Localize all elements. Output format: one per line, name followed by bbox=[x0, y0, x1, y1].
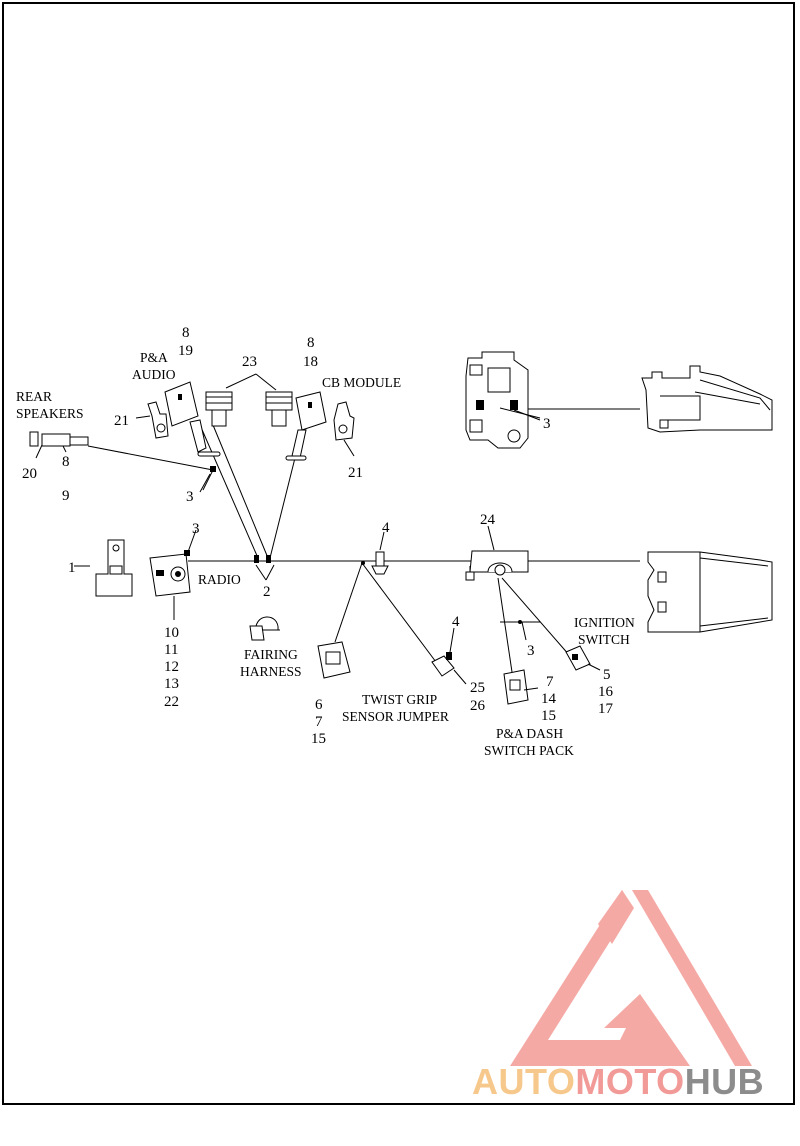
mount-bracket-icon bbox=[465, 351, 529, 449]
item-23-connector-right-icon bbox=[265, 391, 293, 427]
branch-wires bbox=[87, 408, 640, 673]
terminal-left-icon bbox=[147, 401, 169, 439]
label-switch-pack: SWITCH PACK bbox=[484, 743, 574, 758]
fairing-lower-icon bbox=[647, 551, 773, 633]
watermark-logo-text: AUTOMOTOHUB bbox=[472, 1062, 764, 1102]
item-1-part-icon bbox=[95, 539, 133, 597]
label-rear: REAR bbox=[16, 389, 52, 404]
terminal-right-icon bbox=[333, 401, 355, 441]
connector-6-7-15-icon bbox=[317, 641, 351, 679]
callout-3-dash: 3 bbox=[527, 643, 535, 659]
callout-26: 26 bbox=[470, 698, 486, 714]
callout-6: 6 bbox=[315, 697, 323, 713]
callout-24: 24 bbox=[480, 512, 496, 528]
watermark-hub: HUB bbox=[684, 1061, 765, 1102]
callout-18: 18 bbox=[303, 354, 318, 370]
callout-5: 5 bbox=[603, 667, 611, 683]
callout-13: 13 bbox=[164, 676, 179, 692]
callout-8-rear: 8 bbox=[62, 454, 70, 470]
radio-connector-icon bbox=[149, 550, 191, 620]
label-pa-dash: P&A DASH bbox=[496, 726, 563, 741]
callout-11: 11 bbox=[164, 642, 178, 658]
label-cb-module: CB MODULE bbox=[322, 375, 401, 390]
text-labels: REAR SPEAKERS P&A AUDIO CB MODULE RADIO … bbox=[16, 350, 635, 758]
callout-3-top: 3 bbox=[543, 416, 551, 432]
label-sensor-jumper: SENSOR JUMPER bbox=[342, 709, 449, 724]
callout-2: 2 bbox=[263, 584, 271, 600]
cb-module-connector-icon bbox=[291, 391, 327, 459]
callout-22: 22 bbox=[164, 694, 179, 710]
callout-7-left: 7 bbox=[315, 714, 323, 730]
label-switch: SWITCH bbox=[578, 632, 630, 647]
callout-16: 16 bbox=[598, 684, 614, 700]
leader-lines bbox=[35, 373, 601, 691]
callout-4-mid: 4 bbox=[382, 520, 390, 536]
label-ignition: IGNITION bbox=[574, 615, 635, 630]
label-radio: RADIO bbox=[198, 572, 241, 587]
callout-numbers: 8 19 23 8 18 21 21 20 8 9 3 3 1 2 4 24 3… bbox=[22, 325, 614, 747]
callout-21-left: 21 bbox=[114, 413, 129, 429]
item-23-connector-left-icon bbox=[205, 391, 233, 427]
watermark-auto: AUTO bbox=[472, 1061, 576, 1102]
watermark-logo-icon bbox=[510, 890, 752, 1066]
pa-audio-connector-icon bbox=[164, 381, 207, 453]
callout-1: 1 bbox=[68, 560, 76, 576]
callout-15-dash: 15 bbox=[541, 708, 556, 724]
label-harness: HARNESS bbox=[240, 664, 302, 679]
callout-8-pa: 8 bbox=[182, 325, 190, 341]
callout-21-right: 21 bbox=[348, 465, 363, 481]
callout-9: 9 bbox=[62, 488, 70, 504]
label-speakers: SPEAKERS bbox=[16, 406, 84, 421]
callout-17: 17 bbox=[598, 701, 614, 717]
callout-7-dash: 7 bbox=[546, 674, 554, 690]
twist-grip-connector-icon bbox=[431, 652, 455, 677]
rear-speaker-connector-icon bbox=[29, 431, 89, 447]
callout-15-left: 15 bbox=[311, 731, 326, 747]
watermark-moto: MOTO bbox=[575, 1061, 685, 1102]
main-harness-wire bbox=[188, 560, 640, 578]
callout-23: 23 bbox=[242, 354, 257, 370]
page-border bbox=[2, 2, 795, 1105]
callout-8-cb: 8 bbox=[307, 335, 315, 351]
callout-4-twist: 4 bbox=[452, 614, 460, 630]
callout-19: 19 bbox=[178, 343, 193, 359]
label-fairing: FAIRING bbox=[244, 647, 298, 662]
item-4-clip-icon bbox=[371, 551, 389, 575]
label-audio: AUDIO bbox=[132, 367, 176, 382]
pa-dash-connector-icon bbox=[503, 669, 529, 705]
cable-tie-icon bbox=[197, 451, 522, 624]
callout-20: 20 bbox=[22, 466, 37, 482]
ignition-connector-icon bbox=[565, 645, 591, 671]
callout-12: 12 bbox=[164, 659, 179, 675]
callout-3-radio: 3 bbox=[192, 521, 200, 537]
fairing-harness-clip-icon bbox=[249, 616, 280, 641]
fairing-upper-icon bbox=[641, 365, 773, 433]
callout-14: 14 bbox=[541, 691, 557, 707]
callout-10: 10 bbox=[164, 625, 179, 641]
callout-25: 25 bbox=[470, 680, 485, 696]
label-pa: P&A bbox=[140, 350, 168, 365]
item-24-bracket-icon bbox=[465, 550, 529, 581]
label-twist-grip: TWIST GRIP bbox=[362, 692, 437, 707]
callout-3-mid: 3 bbox=[186, 489, 194, 505]
